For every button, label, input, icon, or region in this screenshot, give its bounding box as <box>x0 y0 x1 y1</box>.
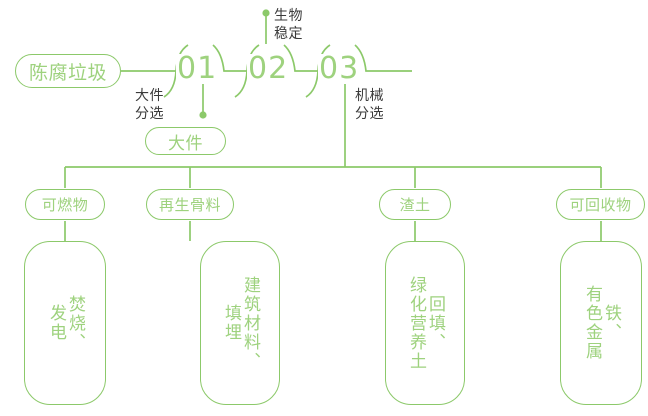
outcome-text-4-col-1: 铁、 <box>601 304 621 342</box>
step-number-02[interactable]: 02 <box>247 51 290 86</box>
branch-label-4: 可回收物 <box>569 196 632 214</box>
outcome-text-1-col-1: 焚烧、 <box>65 294 85 352</box>
step-output-node-daijian[interactable]: 大件 <box>145 127 226 155</box>
dot-step2-label <box>262 9 270 17</box>
source-label: 陈腐垃圾 <box>28 61 107 84</box>
outcome-text-4-col-2: 有色金属 <box>582 285 602 361</box>
branch-node-2[interactable]: 再生骨料 <box>146 189 234 220</box>
outcome-text-3-col-2: 绿化营养土 <box>406 275 426 371</box>
curl-step2-under <box>234 70 248 98</box>
outcome-box-1[interactable]: 焚烧、 发电 <box>24 241 106 405</box>
outcome-text-2-col-1: 建筑材料、 <box>240 275 260 371</box>
step-number-01[interactable]: 01 <box>176 51 219 86</box>
arc-step2-right <box>283 44 318 72</box>
outcome-text-2-col-2: 填埋 <box>221 304 241 342</box>
branch-node-4[interactable]: 可回收物 <box>556 189 645 220</box>
outcome-text-1-col-2: 发电 <box>46 304 66 342</box>
outcome-text-3-col-1: 回填、 <box>425 294 445 352</box>
arc-step1-right <box>212 44 247 72</box>
branch-node-1[interactable]: 可燃物 <box>25 189 105 220</box>
outcome-box-3[interactable]: 回填、 绿化营养土 <box>385 241 465 405</box>
step-caption-02: 生物 稳定 <box>274 8 303 42</box>
branch-label-3: 渣土 <box>399 196 431 214</box>
step-number-03[interactable]: 03 <box>318 51 361 86</box>
step-caption-03: 机械 分选 <box>355 88 384 122</box>
source-node[interactable]: 陈腐垃圾 <box>15 54 121 88</box>
curl-step3-under <box>305 70 319 98</box>
step-output-label: 大件 <box>168 133 203 154</box>
branch-label-1: 可燃物 <box>41 196 89 214</box>
branch-label-2: 再生骨料 <box>158 196 221 214</box>
step-caption-01: 大件 分选 <box>135 88 164 122</box>
outcome-box-2[interactable]: 建筑材料、 填埋 <box>200 241 280 405</box>
dot-step1-output <box>199 111 207 119</box>
outcome-box-4[interactable]: 铁、 有色金属 <box>560 241 642 405</box>
branch-node-3[interactable]: 渣土 <box>379 189 451 220</box>
arc-step3-right <box>354 44 412 72</box>
curl-step1-under <box>163 70 177 98</box>
